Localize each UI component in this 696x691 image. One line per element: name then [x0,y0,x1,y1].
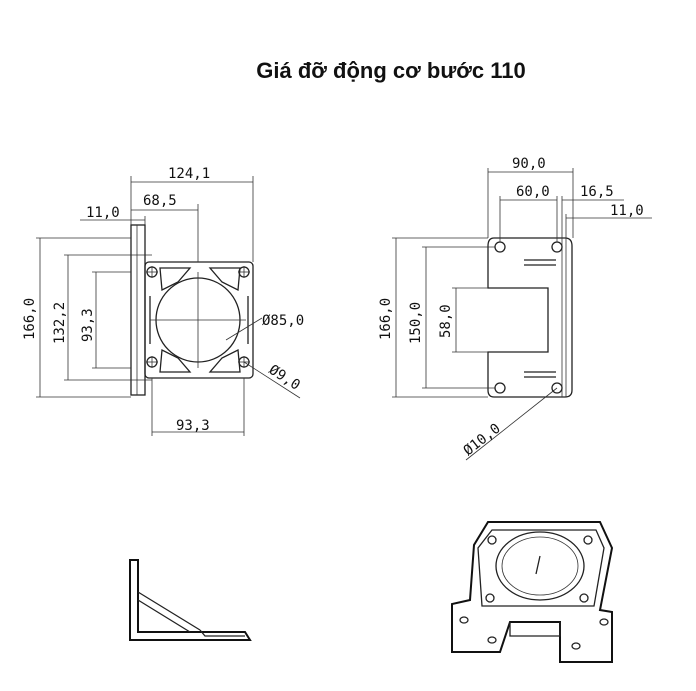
front-view: 124,1 68,5 11,0 166,0 132,2 93,3 93,3 Ø8… [22,166,304,436]
profile-sketch [129,559,252,641]
front-width-total: 124,1 [168,166,210,182]
front-width-square: 93,3 [176,418,210,434]
side-height-total: 166,0 [378,298,394,340]
side-offset-b: 11,0 [610,203,644,219]
side-width-total: 90,0 [512,156,546,172]
side-height-holes: 150,0 [408,302,424,344]
front-hole: Ø9,0 [266,362,303,394]
side-offset-a: 16,5 [580,184,614,200]
front-bore: Ø85,0 [262,313,304,329]
front-height-holes: 132,2 [52,302,68,344]
front-offset: 11,0 [86,205,120,221]
side-view: 90,0 60,0 16,5 11,0 166,0 150,0 58,0 Ø10… [378,156,652,461]
side-width-inner: 60,0 [516,184,550,200]
side-hole: Ø10,0 [461,421,504,460]
front-width-inner: 68,5 [143,193,177,209]
front-height-square: 93,3 [80,308,96,342]
page-title: Giá đỡ động cơ bước 110 [256,58,526,83]
side-height-slot: 58,0 [438,304,454,338]
front-height-total: 166,0 [22,298,38,340]
bracket-3d-sketch [451,521,614,663]
